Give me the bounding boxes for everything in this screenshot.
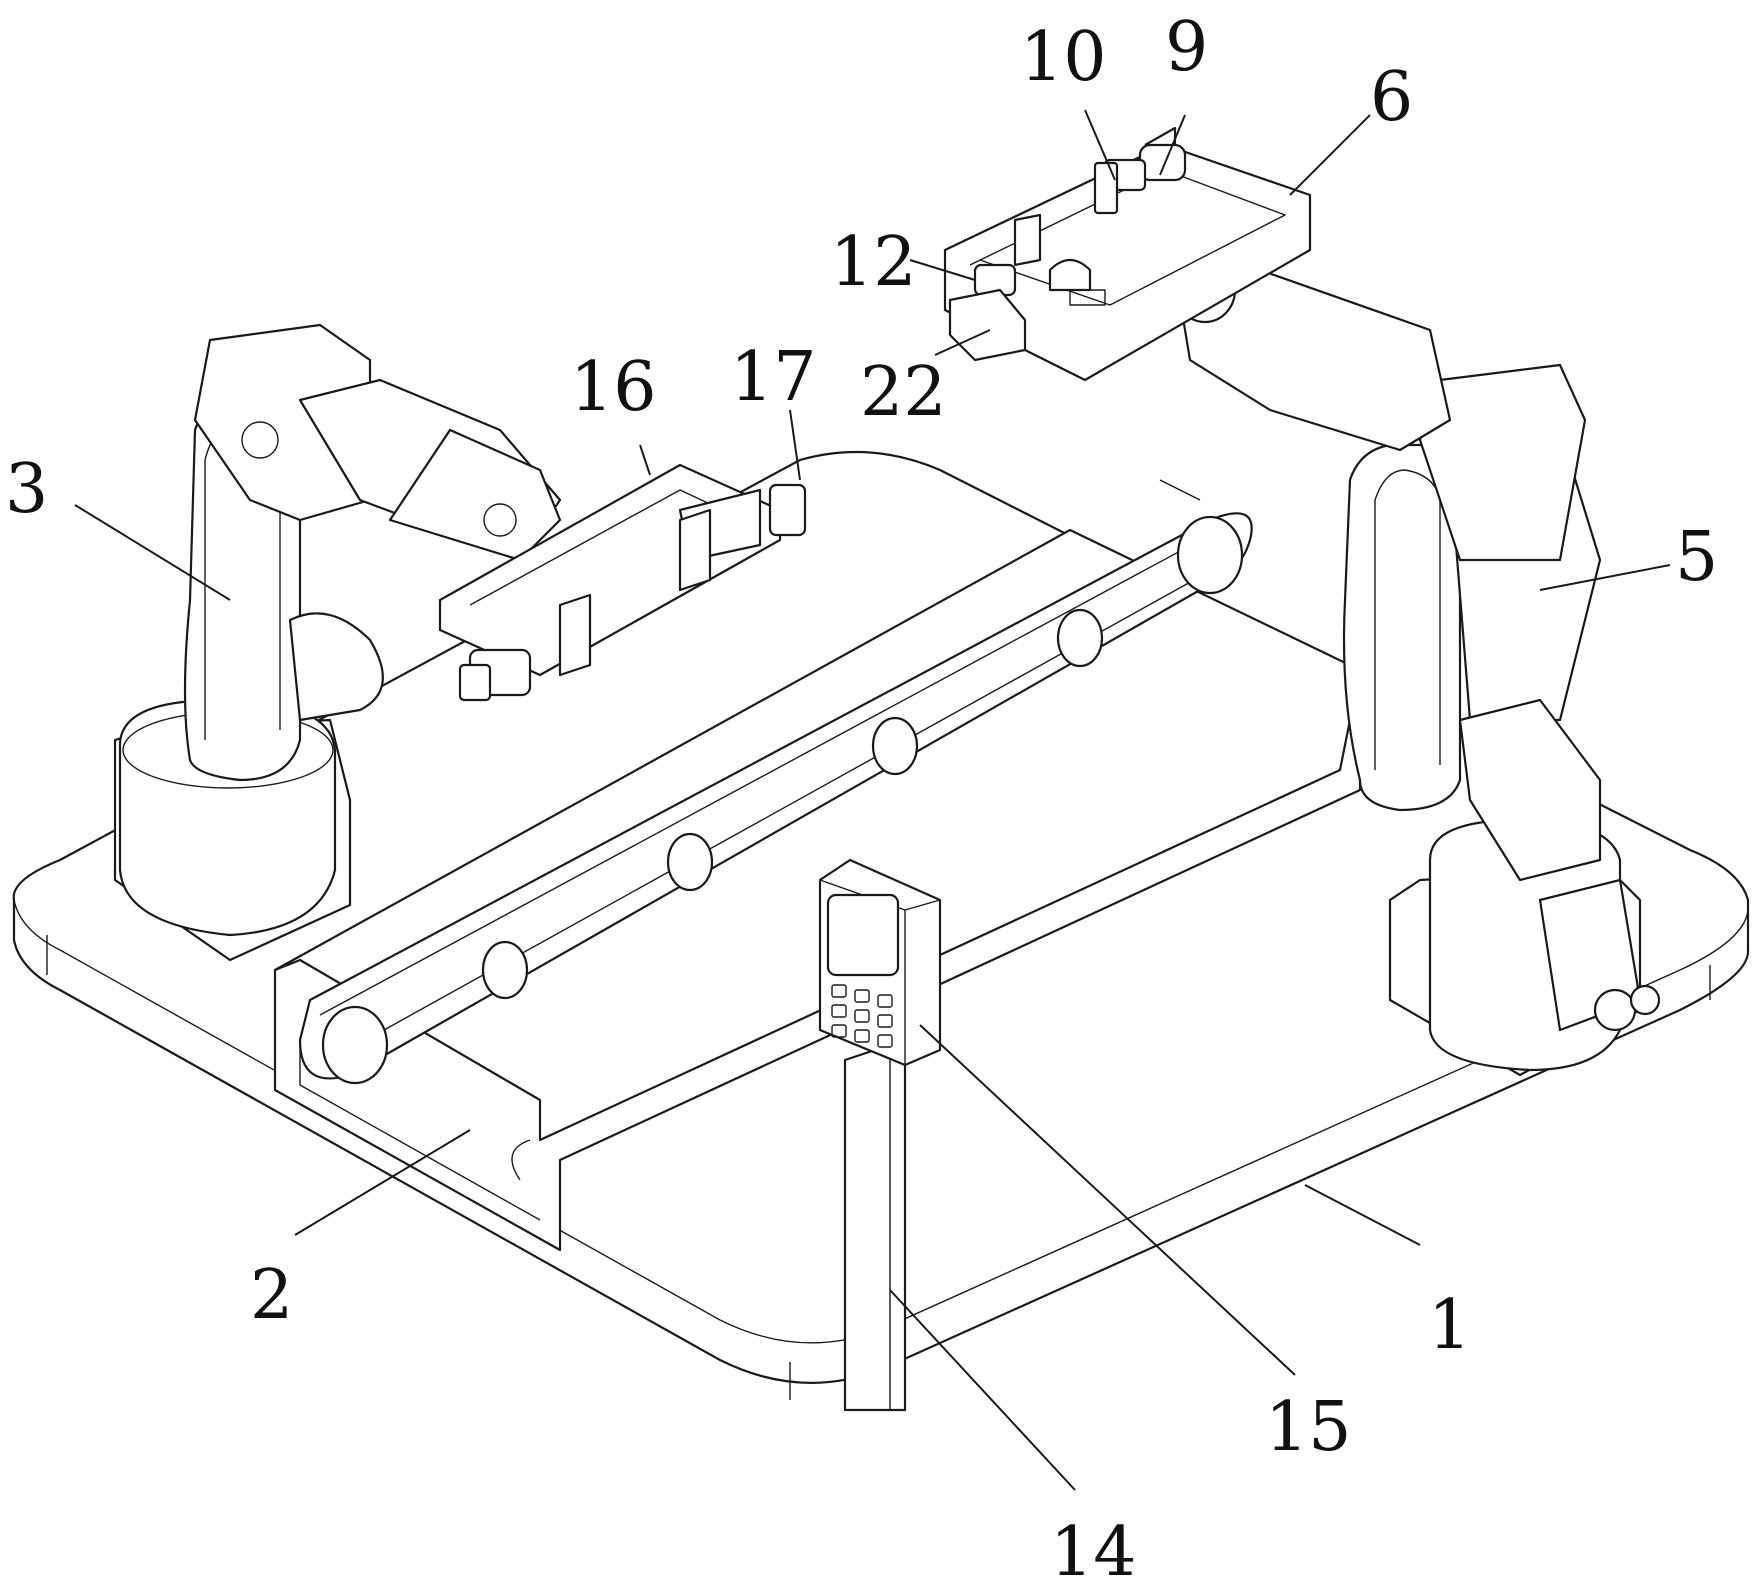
label-10: 10 <box>1020 18 1107 97</box>
label-14: 14 <box>1050 1513 1137 1592</box>
label-16: 16 <box>570 348 657 427</box>
label-12: 12 <box>830 223 917 302</box>
label-1: 1 <box>1428 1286 1471 1365</box>
label-6: 6 <box>1370 58 1413 137</box>
label-17: 17 <box>730 338 817 417</box>
label-2: 2 <box>250 1256 293 1335</box>
label-22: 22 <box>860 353 947 432</box>
label-5: 5 <box>1675 518 1718 597</box>
label-9: 9 <box>1165 8 1208 87</box>
label-15: 15 <box>1265 1388 1352 1467</box>
label-3: 3 <box>5 450 48 529</box>
